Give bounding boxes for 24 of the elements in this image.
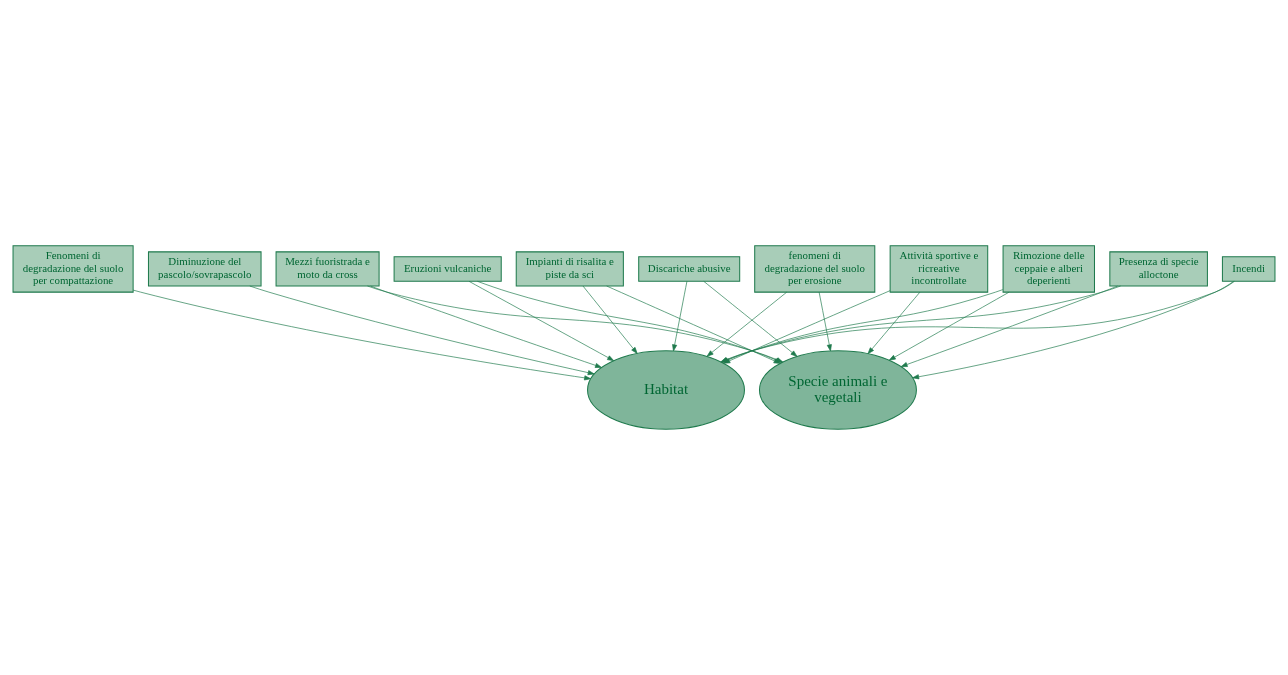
- node-box: Fenomeni di degradazione del suolo per compattazione: [12, 245, 134, 293]
- arrow: [672, 280, 688, 352]
- arrow: [706, 291, 788, 357]
- arrow: [818, 291, 832, 352]
- arrow: [132, 289, 591, 381]
- node-box: fenomeni di degradazione del suolo per erosione: [754, 245, 876, 293]
- node-box: Discariche abusive: [638, 256, 741, 282]
- arrow: [867, 291, 921, 355]
- arrow: [249, 285, 595, 376]
- node-box: Attività sportive e ricreative incontrollate: [889, 245, 989, 293]
- node-box: Incendi: [1221, 256, 1276, 282]
- node-box: Eruzioni vulcaniche: [393, 256, 502, 282]
- arrow: [370, 285, 602, 368]
- node-box: Presenza di specie alloctone: [1109, 251, 1208, 287]
- node-box: Impianti di risalita e piste da sci: [515, 251, 624, 287]
- arrow: [468, 280, 615, 362]
- node-box: Rimozione delle ceppaie e alberi deperienti: [1002, 245, 1095, 293]
- arrow: [888, 291, 1010, 361]
- node-box: Mezzi fuoristrada e moto da cross: [275, 251, 380, 287]
- arrow: [900, 285, 1118, 367]
- node-box: Diminuzione del pascolo/sovrapascolo: [147, 251, 262, 287]
- arrow: [703, 280, 798, 357]
- arrow: [582, 285, 638, 354]
- arrow: [912, 280, 1235, 380]
